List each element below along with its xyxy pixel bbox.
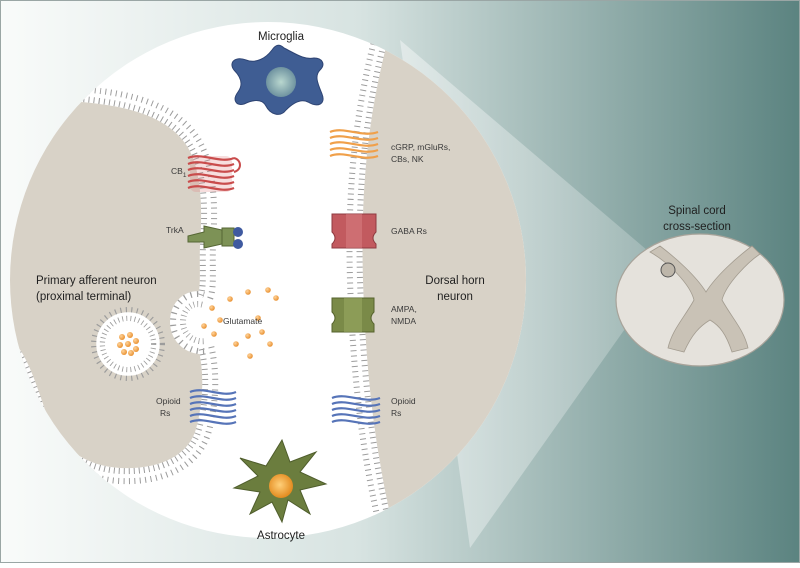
primary-afferent-label-line1: Primary afferent neuron xyxy=(36,275,157,287)
cgrp-receptor xyxy=(329,129,379,159)
glutamate-label: Glutamate xyxy=(223,316,262,326)
opioid-right-label-line2: Rs xyxy=(391,408,401,418)
dorsal-horn-label-line1: Dorsal horn xyxy=(425,275,484,287)
microglia-label: Microglia xyxy=(258,31,305,43)
primary-afferent-body xyxy=(10,93,211,477)
cb1-label: CB1 xyxy=(171,166,187,179)
spinal-cord-cross-section xyxy=(615,233,785,367)
spinal-cord-label-line2: cross-section xyxy=(663,221,731,233)
primary-afferent-label-line2: (proximal terminal) xyxy=(36,291,131,303)
microglia-cell xyxy=(231,44,324,115)
synaptic-vesicle xyxy=(91,307,165,381)
ampa-label-line2: NMDA xyxy=(391,316,416,326)
ampa-nmda-receptor xyxy=(331,297,375,333)
cgrp-label-line1: cGRP, mGluRs, xyxy=(391,142,450,152)
gaba-label: GABA Rs xyxy=(391,226,427,236)
astrocyte-cell xyxy=(232,438,328,524)
ampa-label-line1: AMPA, xyxy=(391,304,417,314)
opioid-right-label-line1: Opioid xyxy=(391,396,416,406)
opioid-receptor-right xyxy=(331,395,381,425)
cgrp-label-line2: CBs, NK xyxy=(391,154,424,164)
opioid-left-label-line1: Opioid xyxy=(156,396,181,406)
cb1-receptor xyxy=(187,155,241,192)
opioid-left-label-line2: Rs xyxy=(160,408,170,418)
dorsal-horn-label-line2: neuron xyxy=(437,291,473,303)
trka-label: TrkA xyxy=(166,225,184,235)
spinal-cord-label-line1: Spinal cord xyxy=(668,205,726,217)
cb1-label-base: CB xyxy=(171,166,183,176)
trka-receptor xyxy=(187,225,243,249)
gaba-receptor xyxy=(331,213,377,249)
opioid-receptor-left xyxy=(189,389,237,425)
cb1-label-sub: 1 xyxy=(183,172,187,179)
astrocyte-label: Astrocyte xyxy=(257,530,305,542)
glutamate-molecules xyxy=(201,287,279,359)
dorsal-horn-membrane-core xyxy=(352,22,390,538)
